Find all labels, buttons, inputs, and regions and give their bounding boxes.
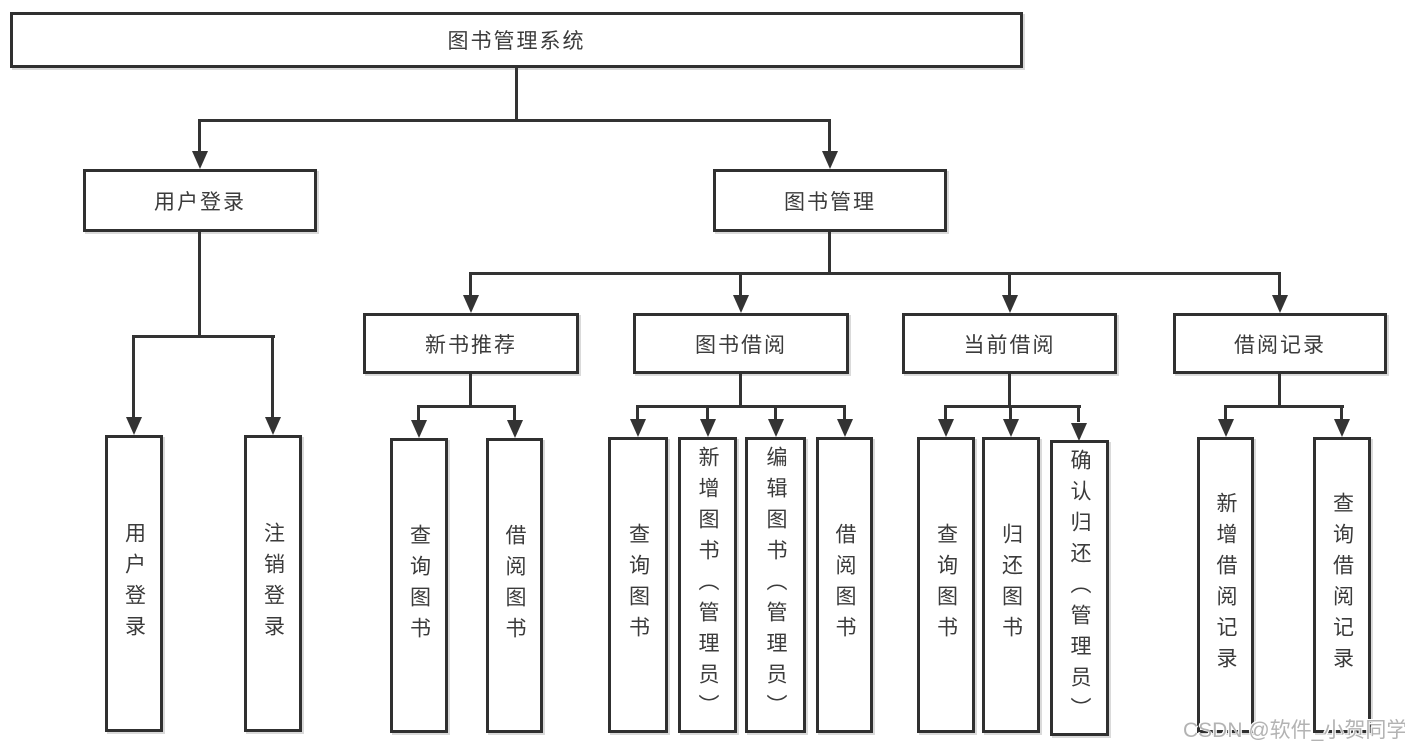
- arrow-down-icon: [1333, 419, 1350, 437]
- connector-line: [1340, 405, 1343, 420]
- connector-line: [739, 374, 742, 407]
- leaf-borrow-books-2: 借阅图书: [816, 437, 873, 733]
- connector-line: [1077, 405, 1080, 422]
- node-label: 确认归还（管理员）: [1068, 448, 1091, 728]
- node-label: 注销登录: [261, 521, 285, 646]
- connector-line: [132, 335, 275, 338]
- connector-line: [636, 405, 846, 408]
- leaf-edit-books-admin: 编辑图书（管理员）: [745, 437, 806, 733]
- node-label: 查询借阅记录: [1330, 492, 1354, 678]
- connector-line: [1008, 272, 1011, 295]
- leaf-logout: 注销登录: [244, 435, 302, 732]
- connector-line: [739, 272, 742, 295]
- csdn-watermark: CSDN @软件_小贺同学: [1183, 719, 1405, 742]
- node-current-borrowing: 当前借阅: [902, 313, 1117, 374]
- arrow-down-icon: [937, 419, 954, 437]
- node-label: 图书管理: [784, 190, 876, 214]
- arrow-down-icon: [191, 151, 208, 169]
- node-label: 新书推荐: [425, 333, 517, 357]
- connector-line: [469, 272, 1281, 275]
- connector-line: [469, 272, 472, 295]
- arrow-down-icon: [1002, 419, 1019, 437]
- connector-line: [706, 405, 709, 420]
- node-book-borrowing: 图书借阅: [633, 313, 849, 374]
- node-label: 借阅图书: [833, 523, 856, 647]
- arrow-down-icon: [264, 417, 281, 435]
- node-label: 图书借阅: [695, 333, 787, 357]
- arrow-down-icon: [1271, 295, 1288, 313]
- connector-line: [1008, 374, 1011, 407]
- node-library-management-system: 图书管理系统: [10, 12, 1023, 68]
- arrow-down-icon: [1001, 295, 1018, 313]
- node-label: 新增借阅记录: [1214, 492, 1237, 678]
- leaf-return-books: 归还图书: [982, 437, 1040, 733]
- arrow-down-icon: [629, 419, 646, 437]
- node-label: 借阅记录: [1234, 333, 1326, 357]
- connector-line: [513, 405, 516, 420]
- connector-line: [198, 119, 201, 151]
- leaf-confirm-return-admin: 确认归还（管理员）: [1050, 440, 1109, 736]
- connector-line: [198, 119, 831, 122]
- connector-line: [828, 119, 831, 151]
- leaf-borrow-books-1: 借阅图书: [486, 438, 543, 733]
- connector-line: [271, 335, 274, 417]
- connector-line: [417, 405, 516, 408]
- arrow-down-icon: [732, 295, 749, 313]
- node-borrowing-records: 借阅记录: [1173, 313, 1387, 374]
- arrow-down-icon: [767, 419, 784, 437]
- leaf-query-books-1: 查询图书: [390, 438, 448, 733]
- node-label: 新增图书（管理员）: [696, 445, 719, 725]
- node-label: 查询图书: [626, 523, 650, 647]
- connector-line: [469, 374, 472, 407]
- arrow-down-icon: [821, 151, 838, 169]
- connector-line: [944, 405, 947, 420]
- node-book-management: 图书管理: [713, 169, 947, 232]
- connector-line: [1278, 374, 1281, 407]
- leaf-add-books-admin: 新增图书（管理员）: [678, 437, 737, 733]
- arrow-down-icon: [1217, 419, 1234, 437]
- node-label: 查询图书: [934, 523, 958, 647]
- arrow-down-icon: [836, 419, 853, 437]
- node-user-login: 用户登录: [83, 169, 317, 232]
- arrow-down-icon: [506, 420, 523, 438]
- connector-line: [198, 232, 201, 338]
- node-label: 借阅图书: [503, 523, 526, 648]
- connector-line: [515, 68, 518, 122]
- connector-line: [774, 405, 777, 420]
- arrow-down-icon: [462, 295, 479, 313]
- connector-line: [636, 405, 639, 420]
- arrow-down-icon: [699, 419, 716, 437]
- leaf-query-books-2: 查询图书: [608, 437, 668, 733]
- node-label: 图书管理系统: [447, 30, 586, 53]
- node-label: 当前借阅: [963, 333, 1056, 357]
- arrow-down-icon: [410, 420, 427, 438]
- node-label: 用户登录: [122, 521, 146, 646]
- leaf-query-books-3: 查询图书: [917, 437, 975, 733]
- arrow-down-icon: [1070, 423, 1087, 441]
- node-new-book-recommend: 新书推荐: [363, 313, 579, 374]
- leaf-add-borrow-record: 新增借阅记录: [1197, 437, 1254, 733]
- node-label: 用户登录: [154, 190, 246, 214]
- connector-line: [1224, 405, 1344, 408]
- leaf-query-borrow-record: 查询借阅记录: [1313, 437, 1371, 733]
- leaf-user-login: 用户登录: [105, 435, 163, 732]
- connector-line: [843, 405, 846, 420]
- connector-line: [1278, 272, 1281, 295]
- connector-line: [944, 405, 1081, 408]
- connector-line: [828, 232, 831, 275]
- node-label: 查询图书: [407, 523, 431, 648]
- node-label: 归还图书: [999, 523, 1023, 647]
- connector-line: [1009, 405, 1012, 420]
- node-label: 编辑图书（管理员）: [764, 445, 787, 725]
- arrow-down-icon: [125, 417, 142, 435]
- connector-line: [417, 405, 420, 420]
- connector-line: [132, 335, 135, 417]
- connector-line: [1224, 405, 1227, 420]
